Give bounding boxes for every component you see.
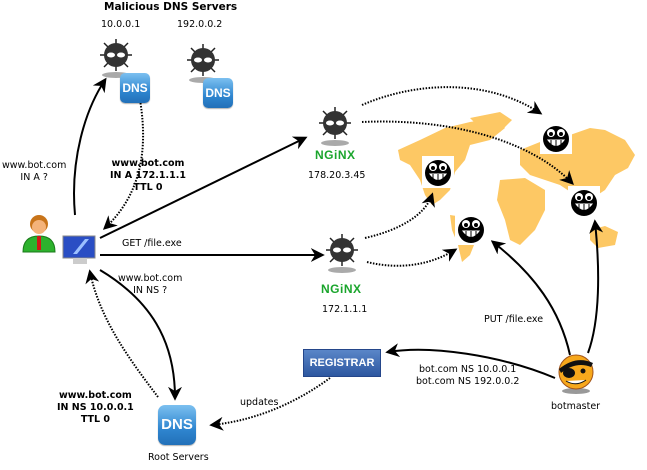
query-ns-line-1: www.bot.com [118, 273, 183, 284]
arrow-nginx1-bot-asia [361, 120, 574, 186]
nginx-server-2[interactable] [322, 232, 362, 278]
dns-ip-2: 192.0.0.2 [177, 19, 223, 30]
bot-asia[interactable] [568, 186, 600, 222]
arrow-put-file-2 [587, 219, 604, 354]
nginx-logo-1: NGiNX [315, 148, 356, 162]
grinning-bot-icon [568, 186, 600, 218]
registrar-ns-label: bot.com NS 10.0.0.1 bot.com NS 192.0.0.2 [416, 364, 519, 388]
arrow-nginx2-bot-sa [366, 248, 458, 267]
dns-badge: DNS [203, 78, 233, 108]
malicious-dns-title: Malicious DNS Servers [104, 1, 238, 13]
arrow-put-file-1 [490, 240, 571, 356]
virus-icon [326, 234, 358, 273]
query-ns-label: www.bot.com IN NS ? [118, 273, 182, 297]
answer-ns-line-2: IN NS 10.0.0.1 [57, 402, 134, 413]
pirate-smiley-icon [558, 354, 594, 394]
answer-a-line-3: TTL 0 [133, 182, 163, 193]
arrow-botmaster-registrar [385, 343, 556, 379]
nginx-server-1[interactable] [315, 105, 355, 151]
answer-ns-line-1: www.bot.com [58, 390, 132, 401]
map-africa [497, 178, 545, 245]
query-a-label: www.bot.com IN A ? [2, 160, 66, 184]
arrow-nginx1-bot-russia [361, 86, 543, 115]
botmaster-label: botmaster [551, 401, 601, 412]
root-servers-label: Root Servers [148, 452, 209, 463]
query-ns-line-2: IN NS ? [133, 285, 168, 296]
user-computer-icon [22, 215, 96, 264]
get-file-label: GET /file.exe [122, 238, 182, 249]
malicious-dns-server-2[interactable]: DNS [185, 42, 233, 108]
query-a-line-2: IN A ? [20, 172, 48, 183]
arrow-updates [209, 377, 331, 431]
arrow-query-a [73, 77, 107, 216]
answer-ns-line-3: TTL 0 [80, 414, 110, 425]
answer-a-label: www.bot.com IN A 172.1.1.1 TTL 0 [110, 158, 186, 194]
registrar-ns-line-2: bot.com NS 192.0.0.2 [416, 376, 520, 387]
map-greenland [470, 112, 512, 132]
arrow-answer-ns [85, 269, 159, 398]
victim-user-computer[interactable] [15, 214, 100, 278]
virus-icon [319, 107, 351, 146]
updates-label: updates [240, 397, 279, 408]
dns-ip-1: 10.0.0.1 [101, 19, 141, 30]
nginx-logo-2: NGiNX [321, 282, 362, 296]
bot-russia[interactable] [540, 122, 572, 158]
botmaster[interactable] [556, 353, 596, 399]
registrar-ns-line-1: bot.com NS 10.0.0.1 [419, 364, 517, 375]
grinning-bot-icon [422, 156, 454, 188]
dns-badge: DNS [120, 73, 150, 103]
malicious-dns-server-1[interactable]: DNS [98, 37, 150, 103]
grinning-bot-icon [540, 122, 572, 154]
answer-a-line-1: www.bot.com [111, 158, 185, 169]
answer-a-line-2: IN A 172.1.1.1 [110, 170, 186, 181]
grinning-bot-icon [455, 213, 487, 245]
virus-icon [100, 39, 132, 78]
put-file-label: PUT /file.exe [484, 314, 544, 325]
bot-north-america[interactable] [422, 156, 454, 192]
map-australia [590, 226, 618, 248]
nginx-ip-1: 178.20.3.45 [308, 170, 366, 181]
bot-south-america[interactable] [455, 213, 487, 249]
arrow-nginx2-bot-na [364, 192, 435, 239]
query-a-line-1: www.bot.com [2, 160, 67, 171]
answer-ns-label: www.bot.com IN NS 10.0.0.1 TTL 0 [57, 390, 134, 426]
nginx-ip-2: 172.1.1.1 [322, 304, 368, 315]
arrow-to-nginx-1 [99, 136, 308, 239]
root-dns-server[interactable]: DNS [158, 405, 196, 445]
arrow-query-ns [99, 269, 182, 401]
registrar-button[interactable]: REGISTRAR [303, 349, 381, 377]
